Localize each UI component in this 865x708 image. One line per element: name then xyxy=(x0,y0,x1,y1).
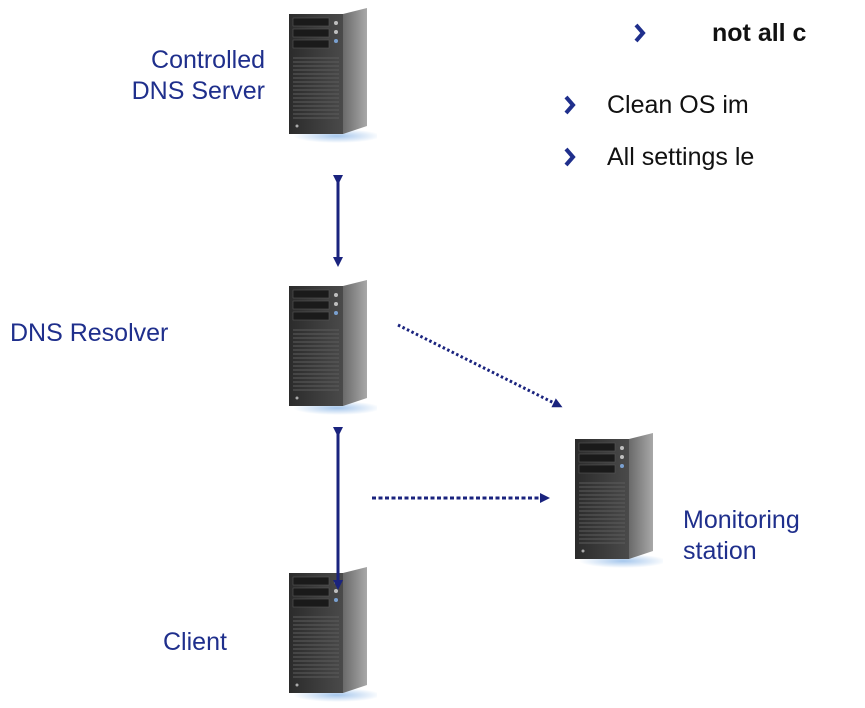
upstream-monitor-arrow xyxy=(397,323,563,408)
chevron-right-icon xyxy=(564,147,576,167)
bullet-item-3: All settings le xyxy=(560,142,865,172)
client-label: Client xyxy=(163,628,227,656)
bullet-text: not all c xyxy=(712,19,807,47)
bullet-text: All settings le xyxy=(607,143,755,171)
monitoring-station-label: Monitoring station xyxy=(683,506,800,565)
bullet-item-2: Clean OS im xyxy=(560,90,865,120)
controlled-dns-server-label: Controlled DNS Server xyxy=(131,46,265,105)
bullet-item-1: not all c xyxy=(630,18,865,48)
bullet-text: Clean OS im xyxy=(607,91,749,119)
dns-resolver-label: DNS Resolver xyxy=(10,319,169,347)
chevron-right-icon xyxy=(634,23,646,43)
chevron-right-icon xyxy=(564,95,576,115)
